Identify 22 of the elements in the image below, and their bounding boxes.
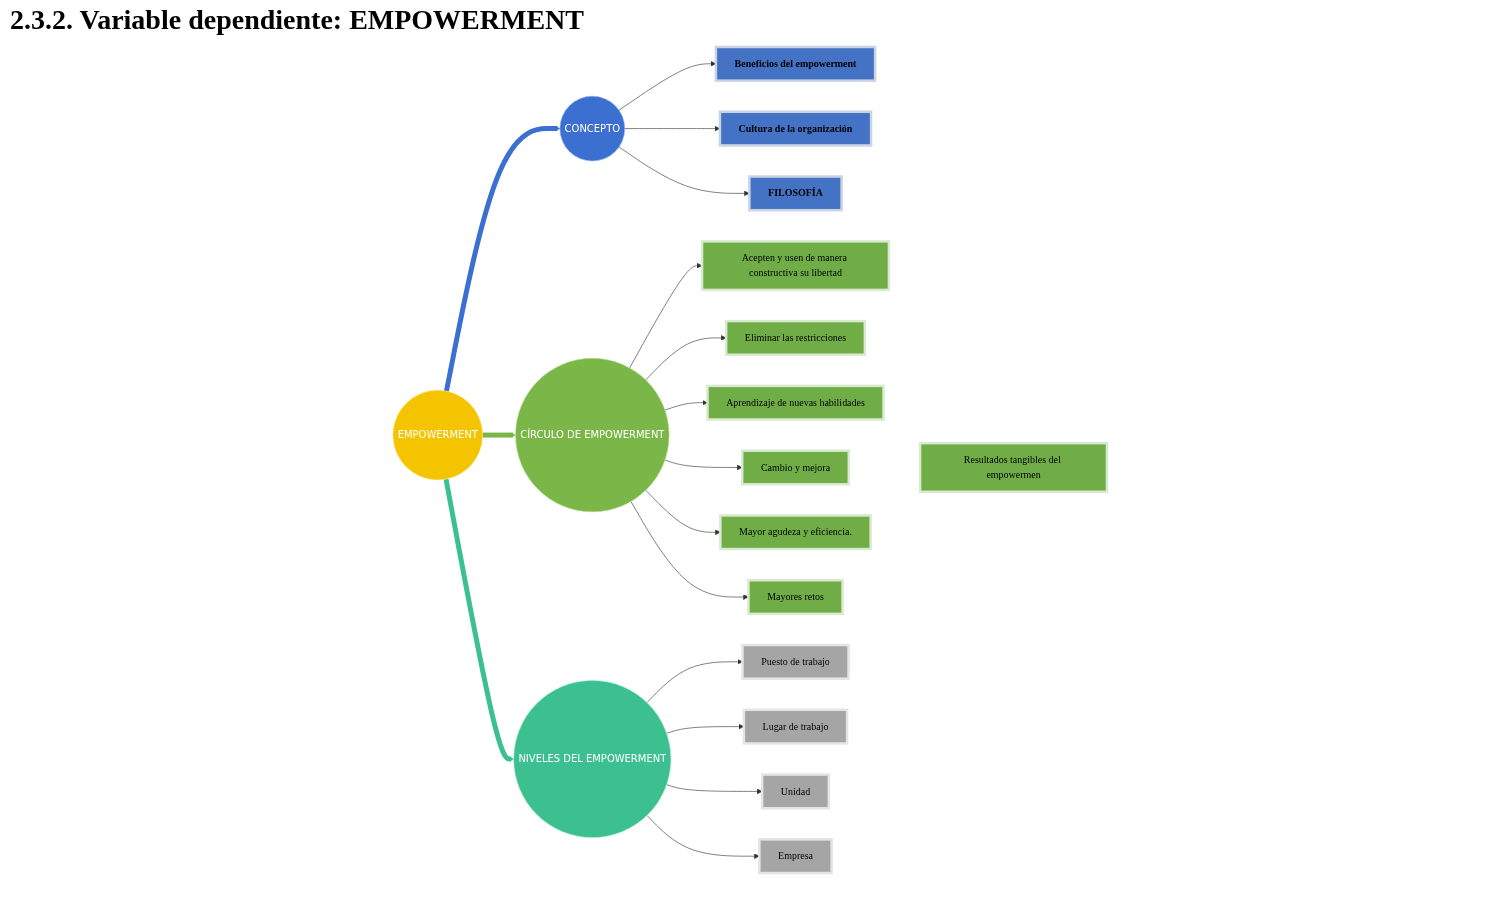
node-box: Cultura de la organización [718,110,873,147]
node-box: FILOSOFÍA [748,175,843,212]
node-box: Acepten y usen de manera constructiva su libertad [700,240,891,292]
node-box: Aprendizaje de nuevas habilidades [706,384,885,421]
node-circle: EMPOWERMENT [392,389,483,481]
node-box: Eliminar las restricciones [724,319,867,356]
node-box: Mayor agudeza y eficiencia. [719,514,872,551]
title: 2.3.2. Variable dependiente: EMPOWERMENT [10,4,585,36]
arrow [482,432,516,438]
node-box: Resultados tangibles del empowermen [918,441,1109,493]
node-box: Cambio y mejora [740,449,851,486]
arrow [443,478,514,762]
node-box: Mayores retos [747,578,844,616]
arrow [444,125,561,392]
node-box: Lugar de trabajo [742,708,849,745]
node-box: Empresa [758,838,833,875]
node-circle: CONCEPTO [559,95,626,162]
node-box: Unidad [760,773,831,810]
node-box: Puesto de trabajo [741,643,850,680]
node-circle: NIVELES DEL EMPOWERMENT [513,680,672,838]
node-box: Beneficios del empowerment [714,45,877,82]
node-circle: CÍRCULO DE EMPOWERMENT [515,358,670,513]
